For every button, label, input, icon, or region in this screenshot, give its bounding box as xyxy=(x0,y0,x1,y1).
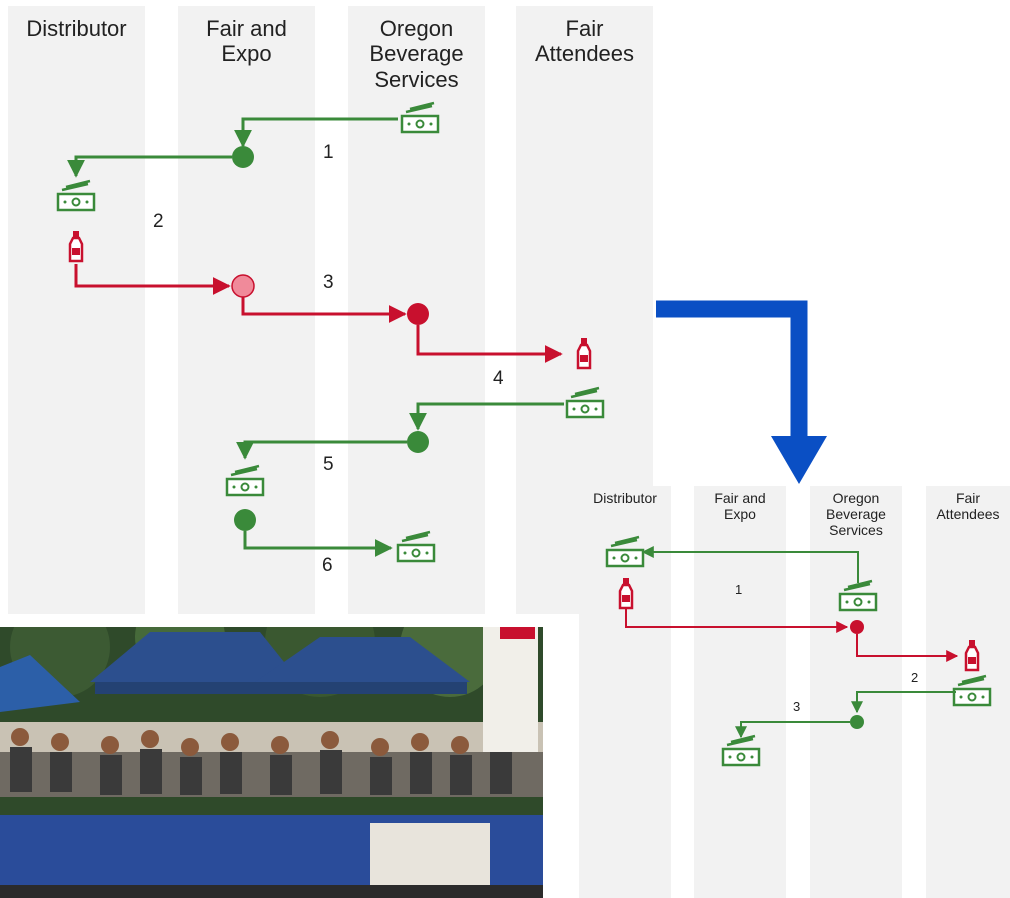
money-node xyxy=(407,431,429,453)
money-node xyxy=(232,146,254,168)
step-number: 2 xyxy=(153,211,164,232)
lane-label: Fair Attendees xyxy=(936,490,1000,523)
lane-fair-and-expo: Fair and Expo xyxy=(694,486,786,898)
lane-label: Distributor xyxy=(26,16,127,41)
step-number: 6 xyxy=(322,555,333,576)
lane-label: Oregon Beverage Services xyxy=(369,16,464,92)
bottle-icon xyxy=(576,336,592,370)
cash-icon xyxy=(396,530,436,563)
before-step-5-flow xyxy=(225,386,605,497)
step-number: 1 xyxy=(735,582,743,597)
cash-icon xyxy=(605,535,645,568)
step-number: 4 xyxy=(493,368,504,389)
cash-icon xyxy=(225,464,265,497)
money-node xyxy=(234,509,256,531)
cash-icon xyxy=(838,579,878,612)
beer-garden-photo xyxy=(0,627,543,898)
cash-icon xyxy=(952,674,992,707)
lane-label: Distributor xyxy=(593,490,657,506)
beverage-node xyxy=(407,303,429,325)
after-step-3-flow xyxy=(721,691,956,767)
lane-distributor: Distributor xyxy=(8,6,145,614)
before-step-6-flow xyxy=(234,509,436,563)
cash-icon xyxy=(721,734,761,767)
beverage-node xyxy=(850,620,864,634)
before-step-2-flow xyxy=(56,155,232,212)
cash-icon xyxy=(400,101,440,134)
lane-label: Fair Attendees xyxy=(534,16,635,67)
money-node xyxy=(850,715,864,729)
before-step-1-flow xyxy=(232,101,440,168)
lane-label: Fair and Expo xyxy=(714,490,766,523)
step-number: 3 xyxy=(323,272,334,293)
transition-arrow xyxy=(656,300,827,484)
cash-icon xyxy=(565,386,605,419)
beverage-node-light xyxy=(231,274,255,298)
after-step-2-flow xyxy=(856,634,992,707)
step-number: 5 xyxy=(323,454,334,475)
step-number: 3 xyxy=(793,699,801,714)
bottle-icon xyxy=(68,229,84,263)
lane-label: Oregon Beverage Services xyxy=(826,490,886,539)
before-step-4-flow xyxy=(416,325,592,370)
step-number: 1 xyxy=(323,142,334,163)
bottle-icon xyxy=(618,576,634,610)
bottle-icon xyxy=(964,638,980,672)
cash-icon xyxy=(56,179,96,212)
step-number: 2 xyxy=(911,670,919,685)
lane-label: Fair and Expo xyxy=(206,16,287,67)
before-step-3-flow xyxy=(68,229,429,325)
after-step-1-flow xyxy=(605,535,878,634)
